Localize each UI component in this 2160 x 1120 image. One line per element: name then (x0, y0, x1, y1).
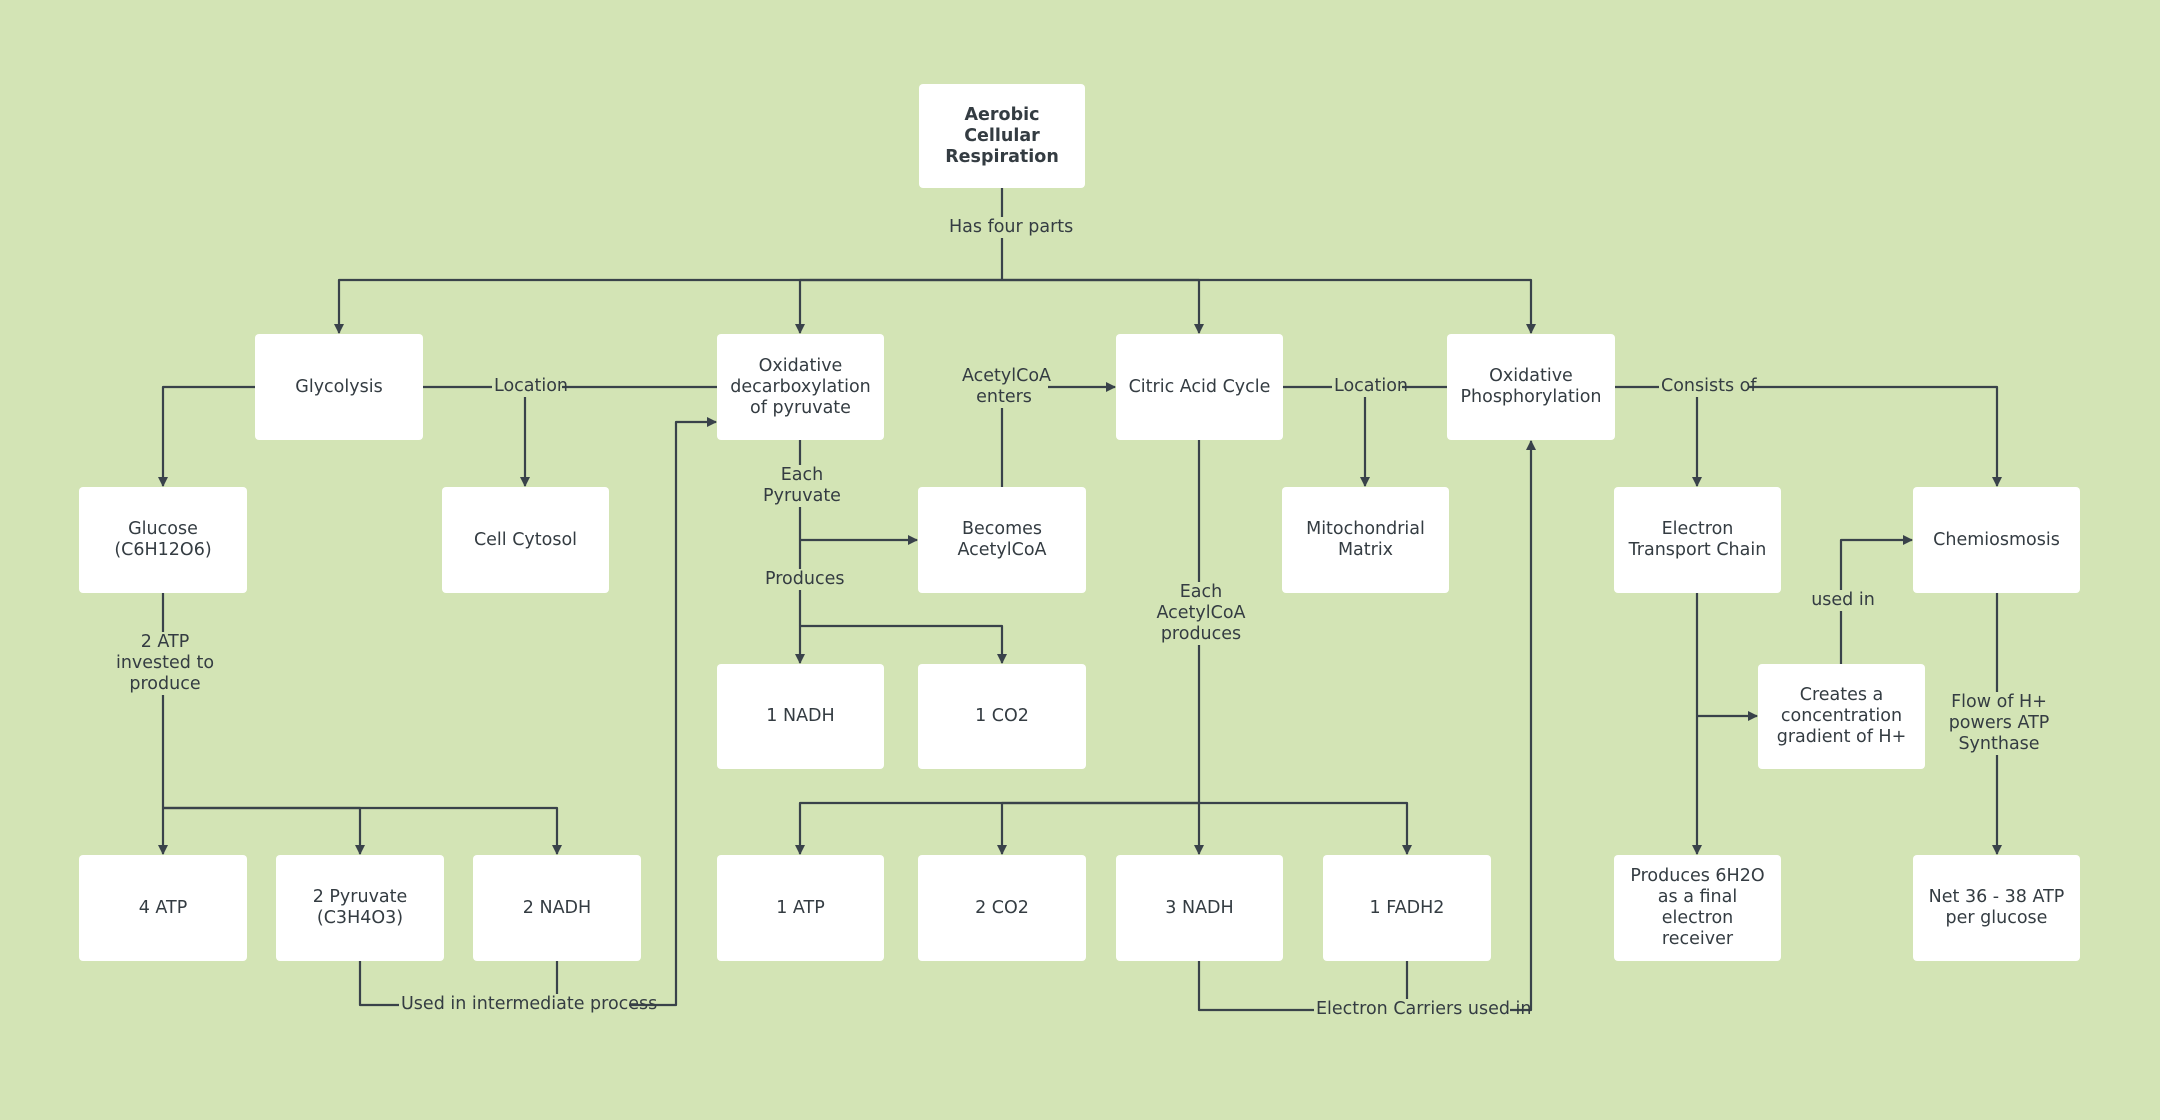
node-2-pyruvate[interactable]: 2 Pyruvate (C3H4O3) (276, 855, 444, 961)
node-label: 1 NADH (766, 706, 835, 726)
edge-oxd-1co2 (800, 624, 1007, 664)
edge-glucose-pyruvate (163, 806, 365, 855)
edge-root-oxidative-decarboxylation (795, 278, 1002, 334)
edge-label-has-four-parts: Has four parts (947, 217, 1074, 238)
edge-label-produces: Produces (763, 569, 845, 590)
node-4-atp[interactable]: 4 ATP (79, 855, 247, 961)
edge-label-each-acetylcoa-produces: Each AcetylCoA produces (1154, 582, 1248, 645)
node-glucose[interactable]: Glucose (C6H12O6) (79, 487, 247, 593)
edge-label-location-cac: Location (1332, 376, 1409, 397)
node-3-nadh[interactable]: 3 NADH (1116, 855, 1283, 961)
node-label: Electron Transport Chain (1628, 519, 1767, 560)
node-label: Mitochondrial Matrix (1306, 519, 1425, 560)
node-label: 2 CO2 (975, 897, 1029, 918)
edge-gradient-chemiosmosis (1839, 535, 1913, 664)
edge-glucose-2nadh (163, 806, 562, 855)
node-label: Produces 6H2O as a final electron receiv… (1630, 866, 1765, 949)
node-oxidative-phosphorylation[interactable]: Oxidative Phosphorylation (1447, 334, 1615, 440)
node-1-fadh2[interactable]: 1 FADH2 (1323, 855, 1491, 961)
node-electron-transport-chain[interactable]: Electron Transport Chain (1614, 487, 1781, 593)
node-label: 2 Pyruvate (C3H4O3) (312, 887, 408, 928)
node-cell-cytosol[interactable]: Cell Cytosol (442, 487, 609, 593)
edge-root-citric-acid-cycle (1002, 278, 1204, 334)
node-label: 1 ATP (776, 897, 825, 918)
edge-cac-1atp (795, 801, 1199, 855)
node-chemiosmosis[interactable]: Chemiosmosis (1913, 487, 2080, 593)
node-2-co2[interactable]: 2 CO2 (918, 855, 1086, 961)
node-label: Cell Cytosol (473, 529, 578, 550)
node-becomes-acetylcoa[interactable]: Becomes AcetylCoA (918, 487, 1086, 593)
node-1-atp[interactable]: 1 ATP (717, 855, 884, 961)
edge-label-each-pyruvate: Each Pyruvate (760, 465, 844, 507)
node-label: Chemiosmosis (1933, 529, 2060, 550)
edge-label-consists-of: Consists of (1659, 376, 1757, 397)
node-label: Net 36 - 38 ATP per glucose (1928, 887, 2065, 928)
node-label: Aerobic Cellular Respiration (945, 104, 1059, 167)
node-label: Glycolysis (295, 376, 383, 397)
node-label: 1 FADH2 (1369, 897, 1445, 918)
edge-label-used-in: used in (1808, 590, 1878, 611)
edge-label-used-in-intermediate: Used in intermediate process (399, 994, 658, 1015)
edge-label-flow-of-h: Flow of H+ powers ATP Synthase (1946, 692, 2052, 755)
edge-glycolysis-glucose (158, 385, 255, 487)
node-aerobic-cellular-respiration[interactable]: Aerobic Cellular Respiration (919, 84, 1085, 188)
edge-oxp-chemiosmosis (1697, 385, 2002, 487)
node-oxidative-decarboxylation[interactable]: Oxidative decarboxylation of pyruvate (717, 334, 884, 440)
node-net-atp[interactable]: Net 36 - 38 ATP per glucose (1913, 855, 2080, 961)
node-glycolysis[interactable]: Glycolysis (255, 334, 423, 440)
node-label: 2 NADH (522, 897, 592, 918)
edge-label-location-glycolysis: Location (492, 376, 569, 397)
node-label: Oxidative decarboxylation of pyruvate (730, 355, 871, 418)
node-2-nadh[interactable]: 2 NADH (473, 855, 641, 961)
edge-label-atp-invested: 2 ATP invested to produce (99, 632, 231, 695)
node-label: 4 ATP (138, 897, 188, 918)
edge-label-electron-carriers: Electron Carriers used in (1314, 999, 1532, 1020)
node-label: 3 NADH (1165, 897, 1234, 918)
edge-root-oxidative-phosphorylation (1002, 278, 1536, 334)
edge-label-acetylcoa-enters: AcetylCoA enters (960, 366, 1052, 408)
node-label: Oxidative Phosphorylation (1460, 366, 1602, 407)
node-1-co2[interactable]: 1 CO2 (918, 664, 1086, 769)
node-label: Citric Acid Cycle (1128, 376, 1271, 397)
node-label: Glucose (C6H12O6) (114, 519, 212, 560)
node-mitochondrial-matrix[interactable]: Mitochondrial Matrix (1282, 487, 1449, 593)
edge-root-glycolysis (334, 278, 1002, 334)
edge-oxp-etc (1615, 385, 1702, 487)
edge-cac-2co2 (997, 801, 1199, 855)
node-label: Becomes AcetylCoA (957, 519, 1047, 560)
node-citric-acid-cycle[interactable]: Citric Acid Cycle (1116, 334, 1283, 440)
edge-cac-fadh2 (1199, 801, 1412, 855)
node-concentration-gradient[interactable]: Creates a concentration gradient of H+ (1758, 664, 1925, 769)
node-1-nadh[interactable]: 1 NADH (717, 664, 884, 769)
node-label: Creates a concentration gradient of H+ (1776, 685, 1907, 747)
node-produces-water[interactable]: Produces 6H2O as a final electron receiv… (1614, 855, 1781, 961)
node-label: 1 CO2 (975, 706, 1029, 726)
edge-pyruvate-intermediate (358, 417, 717, 1007)
